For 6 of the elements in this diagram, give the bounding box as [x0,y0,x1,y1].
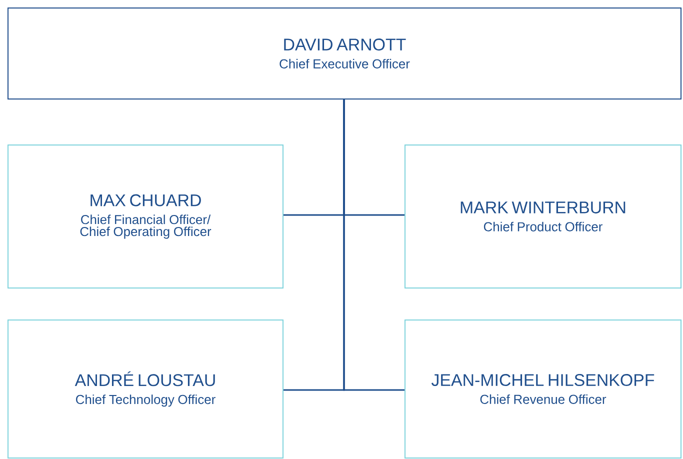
header-box: DAVID ARNOTT Chief Executive Officer [8,8,682,100]
connector-line [343,100,404,391]
role-box: MARK WINTERBURN Chief Product Officer [404,144,682,288]
role-box: JEAN-MICHEL HILSENKOPF Chief Revenue Officer [404,320,682,458]
role-box: ANDRÉ LOUSTAU Chief Technology Officer [8,320,284,458]
role-box: MAX CHUARD Chief Financial Officer/ Chief Operating Officer [8,144,284,288]
